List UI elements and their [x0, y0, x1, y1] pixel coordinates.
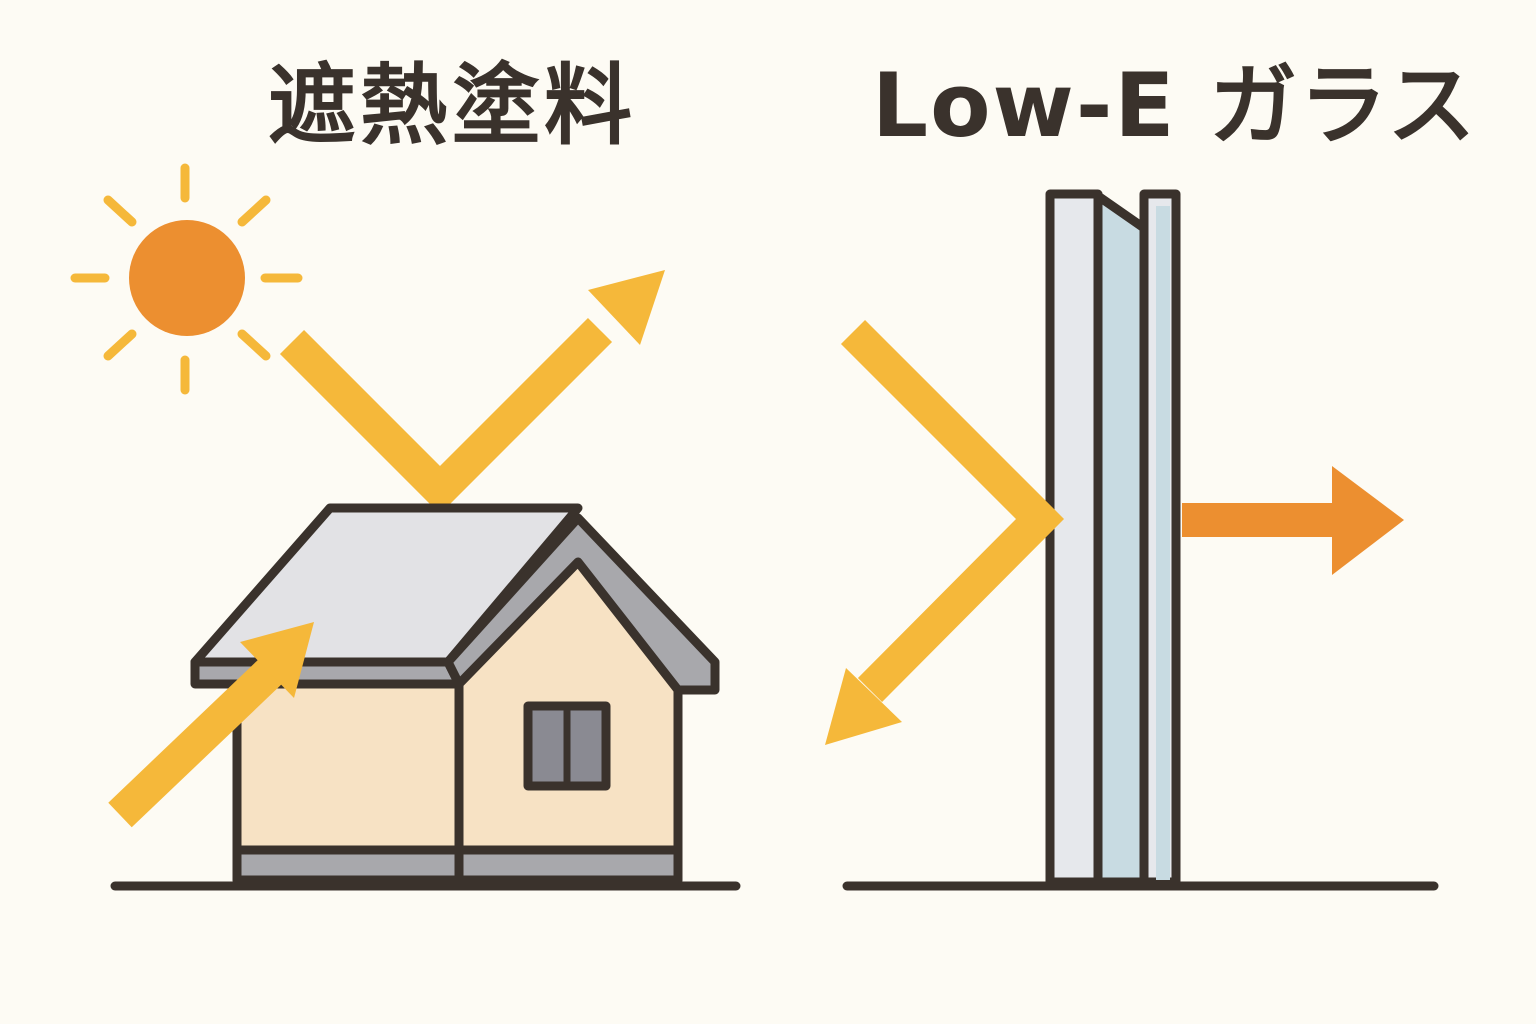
- house-icon: [190, 503, 720, 885]
- reflected-sunlight-arrow: [279, 270, 665, 515]
- glass-inner-pane: [1093, 191, 1149, 887]
- sun-rays: [70, 163, 303, 395]
- glass-outer-pane: [1045, 189, 1103, 887]
- sun-icon: [70, 163, 303, 395]
- reflected-heat-arrow: [825, 319, 1065, 745]
- sun-disc: [129, 220, 245, 336]
- heat-shield-paint-title: 遮熱塗料: [268, 54, 637, 157]
- low-e-glass-title: Low-E ガラス: [872, 54, 1478, 157]
- house-window: [523, 701, 611, 791]
- incoming-sunlight-arrow: [108, 622, 314, 828]
- double-glazing-icon: [1045, 189, 1181, 887]
- transmitted-light-arrow: [1182, 466, 1404, 575]
